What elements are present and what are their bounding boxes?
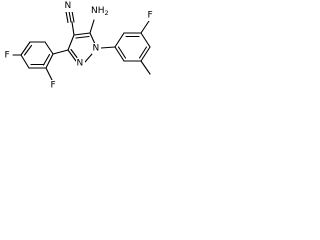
atom-label-fluoro-left-top: F (5, 51, 10, 61)
bond (75, 35, 90, 39)
bond (73, 32, 91, 36)
bond (138, 46, 148, 59)
chemical-structure: N NH2 N N F F F (4, 1, 155, 91)
atom-label-amino-sub: 2 (105, 9, 109, 17)
bond (71, 10, 75, 23)
bond (114, 46, 125, 62)
bond (100, 46, 116, 49)
bond (140, 32, 151, 48)
bond (23, 44, 33, 56)
atom-label-fluoro-left-bottom: F (51, 81, 56, 91)
bond (20, 41, 31, 56)
bond (71, 21, 75, 36)
bond (70, 48, 78, 59)
atom-label-amino: NH2 (91, 6, 109, 17)
bond (140, 20, 150, 34)
bond (140, 46, 151, 62)
bond (68, 10, 72, 23)
bond (44, 41, 54, 55)
bond (89, 32, 96, 45)
bond (42, 53, 51, 66)
bond (117, 46, 127, 59)
bond (89, 19, 95, 34)
bond (140, 60, 151, 75)
atom-label-fluoro-right: F (148, 11, 153, 21)
bond (67, 34, 75, 51)
bond (84, 53, 93, 63)
bond (20, 54, 30, 69)
bond (52, 49, 69, 55)
bond (65, 10, 69, 24)
bond-layer (12, 10, 151, 81)
bond (45, 53, 54, 69)
atom-label-nitrile-n: N (65, 1, 72, 11)
atom-label-pyrazole-n1: N (93, 44, 100, 54)
bond (45, 67, 53, 81)
label-layer: N NH2 N N F F F (4, 1, 155, 91)
bond (67, 49, 77, 62)
atom-label-pyrazole-n2: N (77, 59, 84, 69)
atom-label-amino-nh: NH (91, 6, 105, 16)
bond (114, 32, 125, 48)
